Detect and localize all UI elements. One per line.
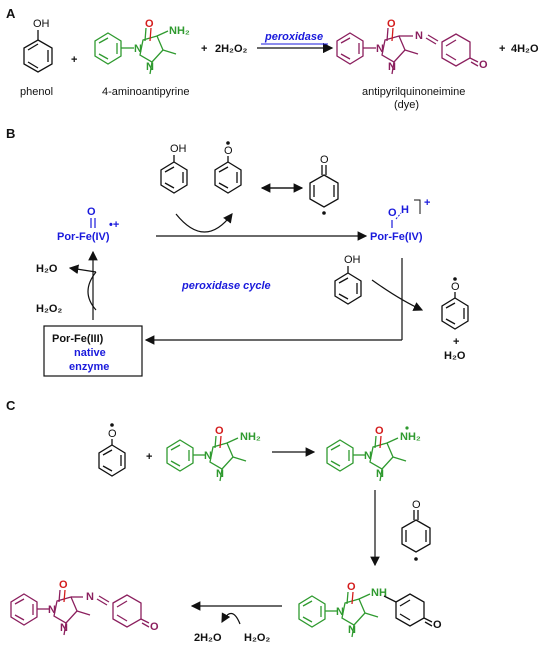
dye-quinone-o: O — [479, 59, 488, 71]
plus-a3: + — [499, 43, 505, 55]
c-leuco-dye — [298, 591, 379, 638]
peroxidase-label: peroxidase — [264, 31, 323, 43]
c-leuco-o: O — [347, 581, 356, 593]
panel-a-label: A — [6, 6, 16, 21]
compound-ii: Por-Fe(IV) — [370, 231, 423, 243]
dye-n1: N — [376, 43, 384, 55]
b-phenoxy-o: O — [224, 145, 233, 157]
b-phenol-oh: OH — [170, 143, 187, 155]
c-plus: + — [146, 451, 152, 463]
native-enzyme-line3: enzyme — [69, 361, 109, 373]
c-aap1-n1: N — [204, 450, 212, 462]
aap-n2: N — [146, 61, 154, 73]
c-aap1-o: O — [215, 425, 224, 437]
c-leuco-ring-o: O — [433, 619, 442, 631]
c-aapr-n2: N — [376, 468, 384, 480]
c-dye-quinone-o: O — [150, 621, 159, 633]
b-phenoxy-2 — [441, 292, 469, 330]
b-phenol-2-oh: OH — [344, 254, 361, 266]
c-leuco-n2: N — [348, 624, 356, 636]
b-phenol-2 — [334, 266, 362, 305]
dye-imine-n: N — [415, 30, 423, 42]
b-phenol — [160, 155, 188, 194]
dye-structure — [336, 27, 479, 75]
c-h2o2-in: H₂O₂ — [244, 632, 270, 644]
native-enzyme-line1: Por-Fe(III) — [52, 333, 104, 345]
panel-c-label: C — [6, 398, 16, 413]
radical-dot — [226, 141, 230, 145]
c-phenoxy-o: O — [108, 428, 117, 440]
aminoantipyrine-structure — [94, 27, 177, 75]
native-enzyme-box — [43, 325, 143, 377]
b-quinone-radical — [309, 165, 339, 208]
native-enzyme-line2: native — [74, 347, 106, 359]
c-phenoxy — [98, 439, 126, 477]
compound-ii-o: O — [388, 207, 397, 219]
c-quinone-radical — [401, 510, 431, 553]
c-h2o-out: 2H₂O — [194, 632, 222, 644]
compound-ii-h: H — [401, 204, 409, 216]
aap-n1: N — [134, 43, 142, 55]
plus-a2: + — [201, 43, 207, 55]
c-aap-radical — [326, 435, 407, 482]
phenol-oh: OH — [33, 18, 50, 30]
dye-name: antipyrilquinoneimine — [362, 86, 465, 98]
c-aap-1 — [166, 435, 247, 482]
c-aap1-n2: N — [216, 468, 224, 480]
peroxidase-cycle-label: peroxidase cycle — [181, 280, 271, 292]
b-h2o: H₂O — [36, 263, 58, 275]
b-water-out: H₂O — [444, 350, 466, 362]
c-dye-carbonyl-o: O — [59, 579, 68, 591]
water-product: 4H₂O — [511, 43, 539, 55]
dye-sub-label: (dye) — [394, 99, 419, 111]
dye-n2: N — [388, 61, 396, 73]
c-leuco-n1: N — [336, 606, 344, 618]
phenol-structure — [23, 30, 53, 73]
compound-i-o: O — [87, 206, 96, 218]
aap-nh2: NH₂ — [169, 25, 190, 37]
h2o2-reagent: 2H₂O₂ — [215, 43, 248, 55]
top-curved-arrow — [175, 213, 233, 233]
b-quinone-o: O — [320, 154, 329, 166]
c-aapr-nh2: NH₂ — [400, 431, 421, 443]
dye-carbonyl-o: O — [387, 18, 396, 30]
c-aapr-o: O — [375, 425, 384, 437]
compound-ii-charge: + — [424, 197, 430, 209]
b-h2o2: H₂O₂ — [36, 303, 62, 315]
plus-a1: + — [71, 54, 77, 66]
compound-i: Por-Fe(IV) — [57, 231, 110, 243]
c-quinone-o: O — [412, 499, 421, 511]
c-final-dye — [10, 589, 150, 636]
aap-name: 4-aminoantipyrine — [102, 86, 189, 98]
aap-carbonyl-o: O — [145, 18, 154, 30]
panel-b-label: B — [6, 126, 15, 141]
phenol-name: phenol — [20, 86, 53, 98]
radical-dot-2 — [322, 211, 326, 215]
b-phenoxy — [214, 156, 242, 194]
c-aapr-n1: N — [364, 450, 372, 462]
c-aap1-nh2: NH₂ — [240, 431, 261, 443]
c-dye-n2: N — [60, 622, 68, 634]
c-leuco-nh: NH — [371, 587, 387, 599]
c-dye-imine-n: N — [86, 591, 94, 603]
b-plus: + — [453, 336, 459, 348]
c-dye-n1: N — [48, 604, 56, 616]
right-curved-arrow — [371, 279, 424, 311]
b-phenoxy-2-o: O — [451, 281, 460, 293]
c-leuco-ring — [383, 593, 433, 627]
compound-i-radical: •+ — [109, 219, 119, 231]
